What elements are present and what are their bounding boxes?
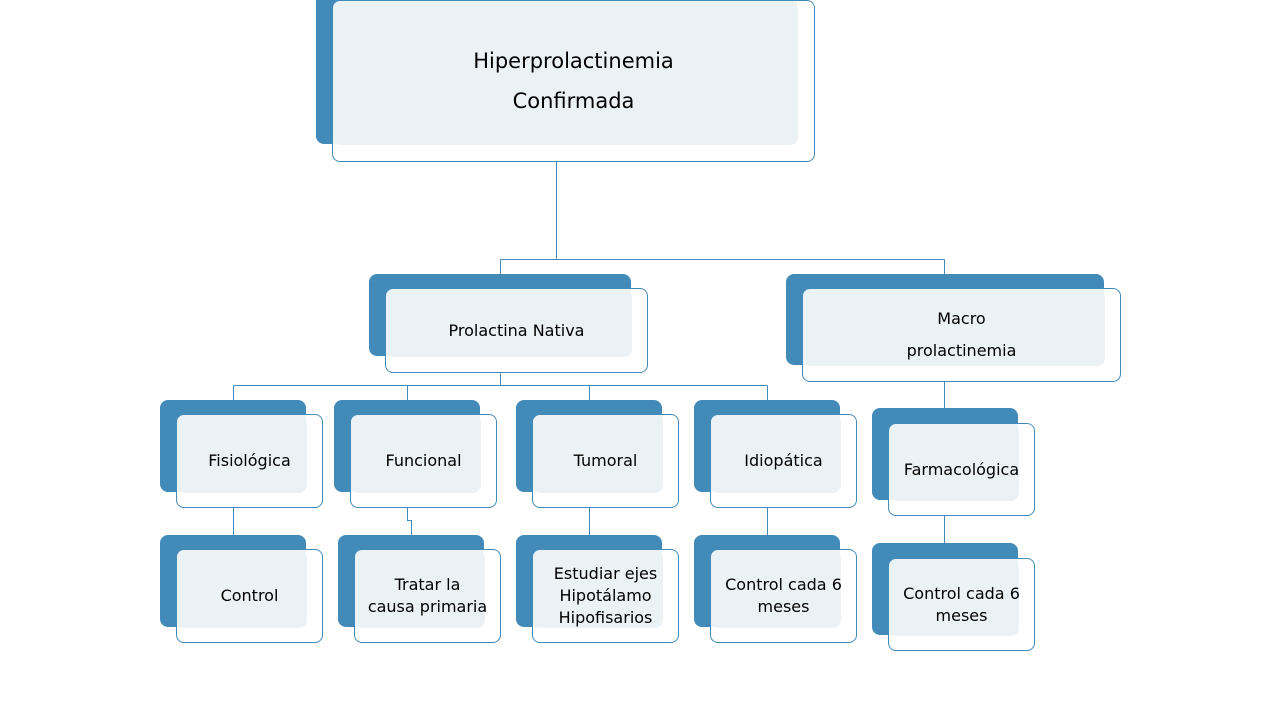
node-prolactina-nativa-label: Prolactina Nativa (448, 320, 585, 340)
node-funcional-label: Funcional (385, 451, 462, 470)
connector-funcional-tratar (407, 507, 412, 536)
node-control-cada-6-meses-idiopatica-label: Control cada 6 meses (725, 575, 842, 616)
node-tratar-causa-primaria-label: Tratar la causa primaria (367, 575, 488, 616)
node-control-cada-6-meses-farmacologica-label: Control cada 6 meses (903, 583, 1020, 625)
node-farmacologica: Farmacológica (872, 408, 1035, 516)
node-control-box: Control (176, 549, 323, 643)
connector-nativa-children (233, 372, 768, 401)
node-tumoral: Tumoral (516, 400, 679, 508)
node-control-label: Control (220, 586, 279, 605)
node-idiopatica: Idiopática (694, 400, 857, 508)
node-fisiologica-box: Fisiológica (176, 414, 323, 508)
node-control-cada-6-meses-idiopatica: Control cada 6 meses (694, 535, 857, 643)
node-hiperprolactinemia-box: Hiperprolactinemia Confirmada (332, 0, 815, 162)
node-macro-prolactinemia-box: Macro prolactinemia (802, 288, 1121, 382)
node-control-cada-6-meses-farmacologica: Control cada 6 meses (872, 543, 1035, 651)
node-hiperprolactinemia-label: Hiperprolactinemia Confirmada (473, 49, 674, 113)
node-tratar-causa-primaria-box: Tratar la causa primaria (354, 549, 501, 643)
node-control-cada-6-meses-farmacologica-box: Control cada 6 meses (888, 558, 1035, 651)
node-estudiar-ejes-box: Estudiar ejes Hipotálamo Hipofisarios (532, 549, 679, 643)
node-hiperprolactinemia: Hiperprolactinemia Confirmada (316, 0, 815, 162)
node-funcional: Funcional (334, 400, 497, 508)
node-farmacologica-box: Farmacológica (888, 423, 1035, 516)
node-macro-prolactinemia-label: Macro prolactinemia (906, 309, 1017, 360)
node-prolactina-nativa: Prolactina Nativa (369, 274, 648, 373)
node-farmacologica-label: Farmacológica (903, 459, 1020, 479)
node-tumoral-box: Tumoral (532, 414, 679, 508)
node-idiopatica-label: Idiopática (744, 451, 823, 470)
node-estudiar-ejes: Estudiar ejes Hipotálamo Hipofisarios (516, 535, 679, 643)
node-idiopatica-box: Idiopática (710, 414, 857, 508)
node-control-cada-6-meses-idiopatica-box: Control cada 6 meses (710, 549, 857, 643)
node-control: Control (160, 535, 323, 643)
node-fisiologica-label: Fisiológica (208, 451, 291, 470)
node-tumoral-label: Tumoral (573, 451, 638, 470)
node-prolactina-nativa-box: Prolactina Nativa (385, 288, 648, 373)
node-fisiologica: Fisiológica (160, 400, 323, 508)
node-estudiar-ejes-label: Estudiar ejes Hipotálamo Hipofisarios (553, 564, 658, 627)
node-macro-prolactinemia: Macro prolactinemia (786, 274, 1121, 382)
node-funcional-box: Funcional (350, 414, 497, 508)
connector-root-branches (500, 160, 945, 275)
node-tratar-causa-primaria: Tratar la causa primaria (338, 535, 501, 643)
